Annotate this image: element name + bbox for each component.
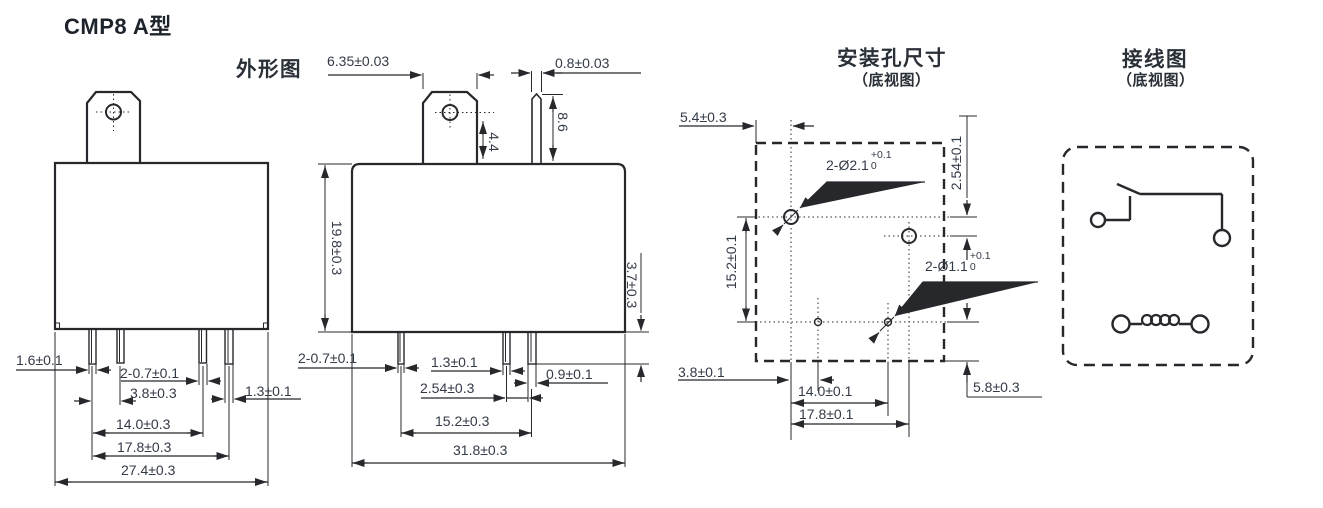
thin-tab: [531, 92, 542, 164]
dim-body-width-side: 31.8±0.3: [453, 442, 508, 458]
dim-tab-width: 6.35±0.03: [327, 53, 390, 69]
dim-pin-thickness: 2-0.7±0.1: [120, 365, 180, 381]
contact-symbol: [1089, 182, 1232, 248]
large-hole-tolerance: +0.1 0: [870, 149, 892, 172]
mounting-view-sublabel: （底视图）: [853, 72, 931, 89]
dim-tab-hole-offset: 4.4: [486, 132, 502, 152]
dim-row-offset: 2.54±0.1: [948, 135, 964, 191]
outline-side-view-drawing: [298, 69, 649, 467]
relay-body: [53, 161, 270, 331]
dim-pin-pitch-outer: 17.8±0.3: [117, 439, 172, 455]
page-title: CMP8 A型: [64, 14, 172, 39]
dim-pitch-inner: 14.0±0.1: [798, 383, 853, 399]
callout-large-holes: 2-Ø2.1 +0.1 0: [826, 149, 892, 174]
outline-view-label: 外形图: [236, 58, 302, 81]
footprint-outline: [754, 141, 946, 363]
pins: [397, 331, 537, 365]
dim-hole-offset: 3.8±0.1: [678, 364, 725, 380]
relay-body: [350, 162, 627, 334]
small-hole-size: 2-Ø1.1: [925, 258, 968, 274]
pins: [88, 328, 234, 365]
dimension-lines: [298, 69, 645, 467]
dim-pin-width-wide: 1.6±0.1: [16, 352, 63, 368]
dim-edge-offset: 5.4±0.3: [680, 109, 727, 125]
dim-pin-pitch-inner: 14.0±0.3: [116, 416, 171, 432]
mounting-hole-large-1: [783, 209, 799, 225]
dim-pitch-outer: 17.8±0.1: [799, 406, 854, 422]
wiring-view-label: 接线图: [1122, 48, 1188, 71]
wiring-diagram-drawing: [1061, 145, 1255, 367]
mounting-hole-drawing: [678, 115, 1042, 440]
dim-pin-thickness-side: 2-0.7±0.1: [298, 350, 358, 366]
pin-hole-small-1: [813, 317, 823, 327]
dim-body-width: 27.4±0.3: [121, 462, 176, 478]
dim-pin-pitch: 15.2±0.3: [435, 413, 490, 429]
tab: [85, 90, 142, 163]
dimension-lines: [16, 366, 301, 486]
dim-tab-height: 8.6: [555, 112, 571, 132]
dim-bottom-offset: 5.8±0.3: [973, 379, 1020, 395]
dim-pin-width-end: 0.9±0.1: [546, 366, 593, 382]
dim-pin-width-mid: 1.3±0.1: [431, 354, 478, 370]
tab: [421, 90, 479, 164]
dim-pin-offset: 3.8±0.3: [130, 385, 177, 401]
coil-symbol: [1111, 313, 1210, 334]
mounting-hole-large-2: [901, 228, 917, 244]
dim-pin-length: 3.7±0.3: [624, 261, 640, 309]
dimension-lines: [678, 116, 1042, 428]
dim-pin-width-narrow: 1.3±0.1: [245, 383, 292, 399]
large-hole-size: 2-Ø2.1: [826, 157, 869, 173]
mounting-view-label: 安装孔尺寸: [837, 47, 947, 70]
dim-body-height: 19.8±0.3: [329, 220, 345, 276]
wiring-view-sublabel: （底视图）: [1117, 72, 1195, 89]
dim-pin-pitch-small: 2.54±0.3: [420, 380, 475, 396]
dim-col-span: 15.2±0.1: [723, 234, 739, 290]
callout-small-holes: 2-Ø1.1 +0.1 0: [925, 250, 991, 275]
dim-tab-thickness: 0.8±0.03: [555, 55, 610, 71]
small-hole-tolerance: +0.1 0: [969, 250, 991, 273]
wiring-outline: [1061, 145, 1255, 367]
pin-hole-small-2: [883, 317, 893, 327]
outline-front-view-drawing: [16, 90, 301, 486]
